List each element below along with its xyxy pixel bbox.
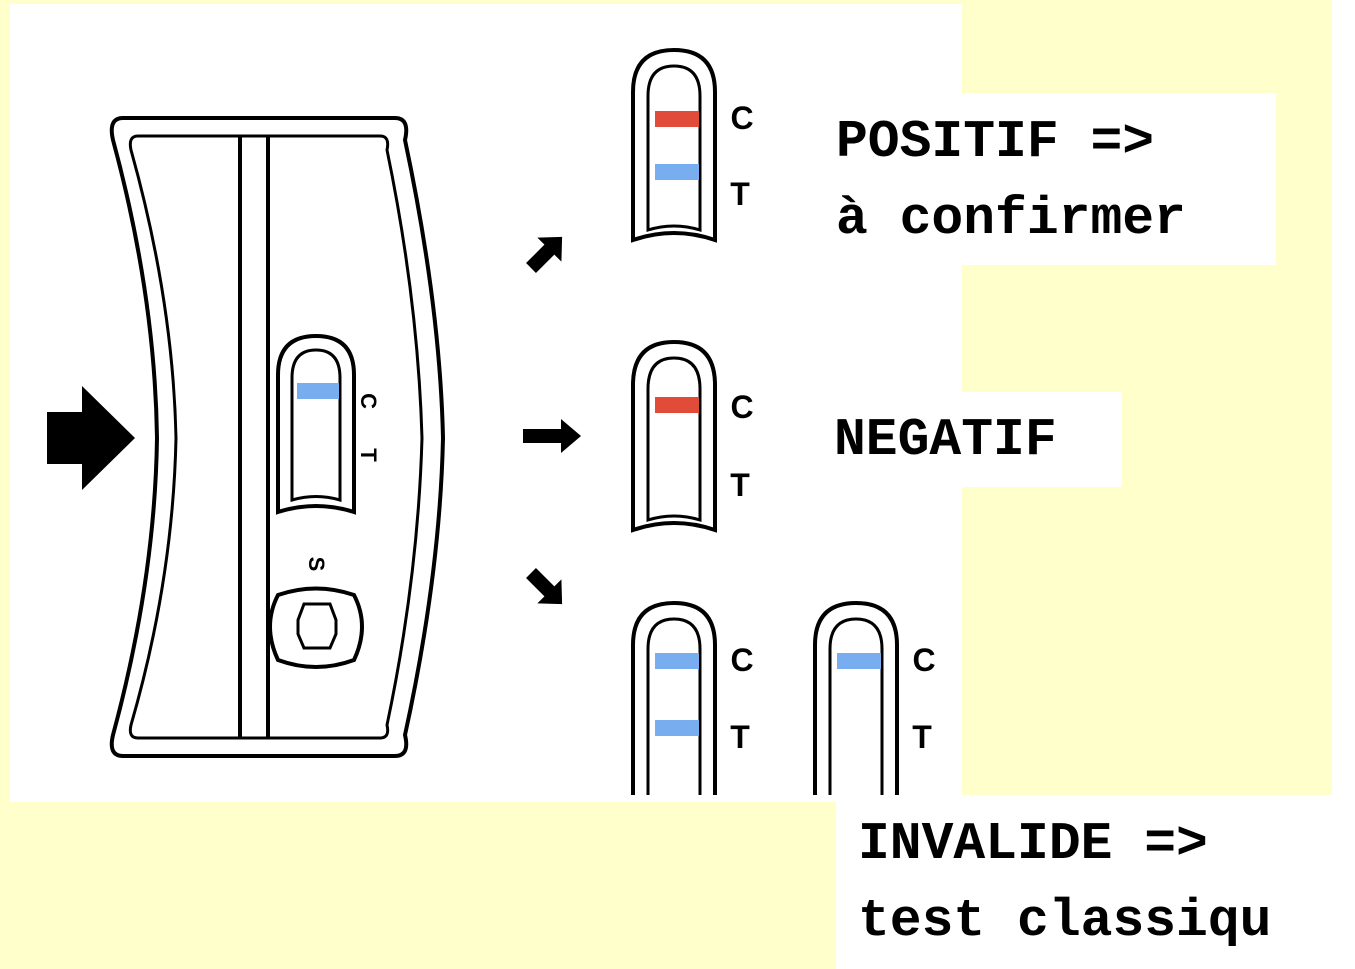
sample-well-outer	[268, 586, 364, 669]
arrow-up-right-icon	[526, 236, 563, 273]
arrow-down-right-icon	[526, 568, 563, 605]
test-line-blue	[655, 164, 699, 180]
result-label-positif: POSITIF => à confirmer	[822, 93, 1276, 265]
control-line-red	[655, 111, 699, 127]
strip-letter-c: C	[730, 642, 753, 678]
invalide-line-1: INVALIDE =>	[858, 814, 1208, 874]
strip-letter-t: T	[912, 719, 932, 755]
slide-background-left	[0, 0, 10, 969]
cassette-outer	[109, 116, 446, 758]
strip-letter-t: T	[730, 719, 750, 755]
cassette-window-line	[297, 383, 339, 399]
result-label-negatif: NEGATIF	[820, 392, 1122, 487]
negatif-line-1: NEGATIF	[834, 410, 1057, 470]
result-label-invalide: INVALIDE => test classiqu	[836, 795, 1332, 969]
result-strip-negatif: C T	[631, 339, 754, 533]
sample-well-inner	[296, 602, 338, 650]
control-line-red	[655, 397, 699, 413]
strip-letter-c: C	[912, 642, 935, 678]
control-line-blue	[837, 653, 881, 669]
result-strip-invalide-b: C T	[813, 600, 936, 795]
invalide-line-2: test classiqu	[858, 891, 1272, 951]
sample-well-letter: S	[304, 557, 329, 572]
slide-background-top	[0, 0, 1332, 4]
test-line-blue	[655, 720, 699, 736]
result-strip-positif: C T	[631, 47, 754, 243]
strip-letter-t: T	[730, 467, 750, 503]
cassette-window-outer	[276, 333, 356, 515]
entry-arrow-icon	[47, 386, 135, 490]
cassette-letter-t: T	[356, 448, 381, 462]
strip-letter-c: C	[730, 100, 753, 136]
cassette-window-inner	[290, 348, 342, 502]
arrow-right-icon	[523, 419, 581, 453]
result-strip-invalide-a: C T	[631, 600, 754, 795]
strip-letter-c: C	[730, 389, 753, 425]
strip-letter-t: T	[730, 176, 750, 212]
positif-line-1: POSITIF =>	[836, 112, 1155, 172]
positif-line-2: à confirmer	[836, 189, 1186, 249]
control-line-blue	[655, 653, 699, 669]
cassette-letter-c: C	[356, 393, 381, 409]
cassette-inner	[128, 134, 424, 740]
